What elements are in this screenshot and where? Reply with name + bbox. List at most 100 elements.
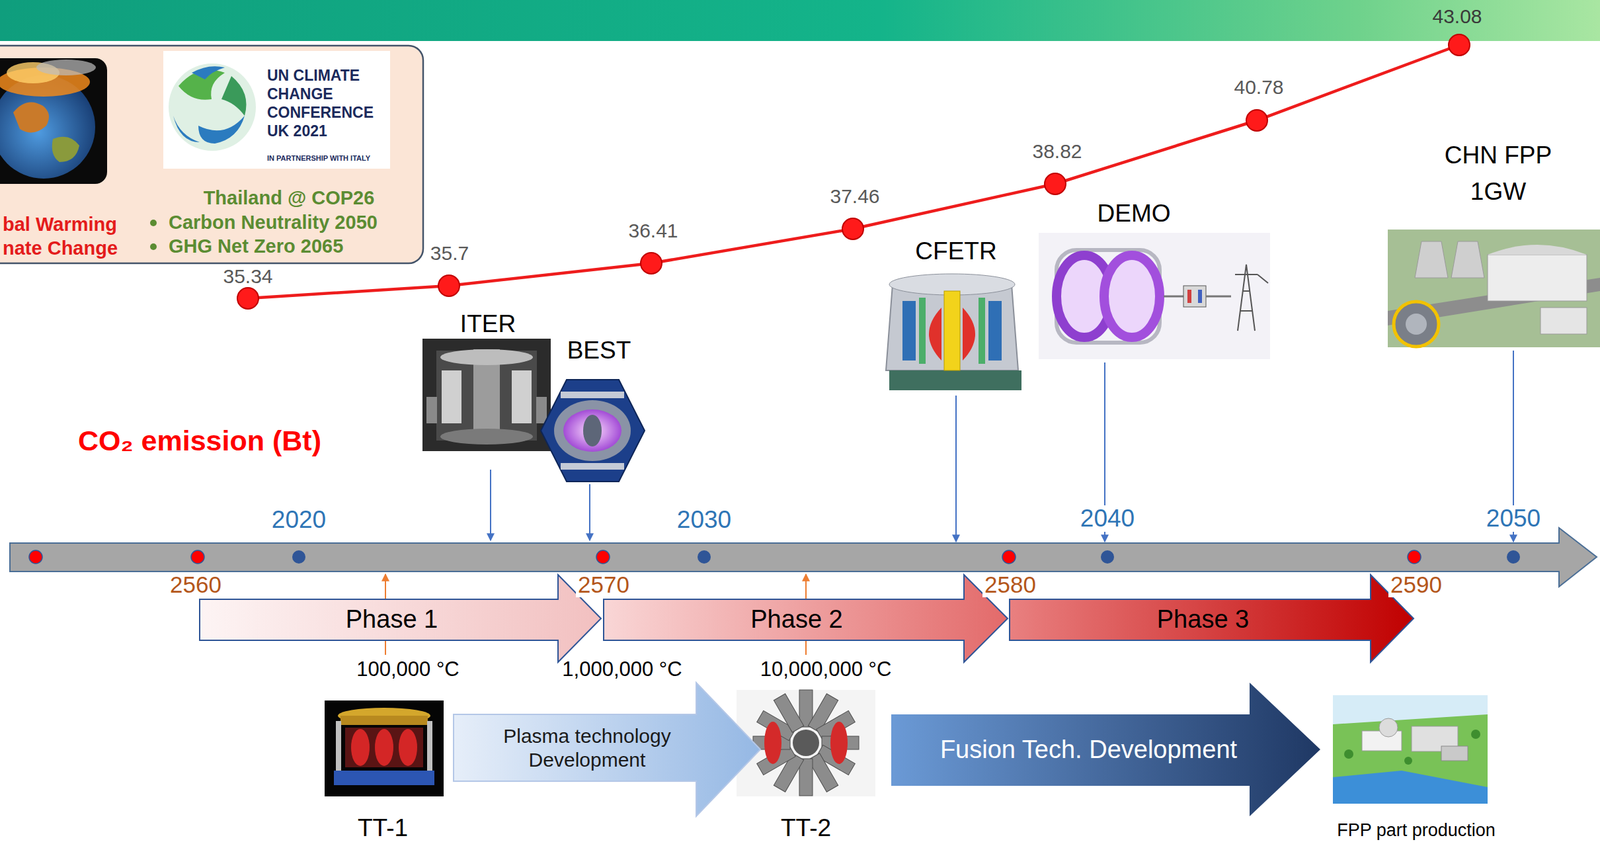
co2-emission-line [1448,34,1470,56]
tt1-picture [324,700,444,797]
panel-heading: Thailand @ COP26 [203,187,375,209]
timeline-arrow [1100,550,1115,564]
device-name: TT-2 [780,814,832,842]
label-holder: 43.08 [1432,5,1482,28]
value-label: 36.41 [628,219,678,242]
iter-picture [511,370,532,424]
text-holder: Phase 3 [1157,605,1249,634]
fpp-part-production-picture [1441,745,1468,761]
value-label: 38.82 [1032,140,1082,162]
iter-picture [422,338,551,451]
best-picture [560,391,625,399]
text-holder: GHG Net Zero 2065 [168,236,344,258]
label-holder: 35.34 [222,265,273,287]
tt1-picture [345,727,424,767]
chn-fpp-picture [1451,241,1485,278]
text-holder: Plasma technology Development [487,723,687,772]
label-holder: 2590 [1388,571,1444,598]
tt2-picture [753,689,859,796]
best-picture [540,379,645,482]
tt1-picture [374,728,394,766]
iter-picture [536,396,547,424]
phase-arrow-outline [199,574,601,662]
best-picture [554,400,631,461]
thai-year-label: 2570 [575,571,632,598]
chn-fpp-picture [1487,254,1587,301]
device-name: TT-1 [357,814,408,842]
co2-emission-line [237,34,1470,309]
axis-title: CO₂ emission (Bt) [78,425,322,457]
cfetr-picture [889,370,1022,391]
year-label: 2040 [1078,505,1137,533]
cfetr-picture [919,297,926,364]
text-holder: nate Change [2,238,118,260]
chn-fpp-picture [1487,244,1587,255]
cfetr-picture [978,297,986,364]
label-holder: 35.7 [430,241,469,264]
phase-label: Phase 1 [345,605,438,634]
chn-fpp-picture [1387,229,1600,348]
co2-emission-line [237,287,259,309]
demo-picture [1056,249,1160,343]
logo-text: UN CLIMATE CHANGE CONFERENCE UK 2021 [267,66,385,141]
burning-earth-picture [36,59,96,76]
tt1-picture [333,770,435,785]
device-name: FPP part production [1336,820,1496,841]
year-label: 2020 [271,506,326,534]
label-holder: 40.78 [1233,76,1284,98]
phase-arrow-outline [603,574,1008,662]
demo-picture [1205,295,1232,298]
text-holder: Thailand @ COP26 [203,187,375,209]
chn-fpp-picture [1387,229,1600,348]
burning-earth-picture [13,101,49,133]
cop26-panel-ground [0,45,424,264]
temperature-label: 1,000,000 °C [561,657,682,681]
un-climate-logo-picture [163,50,391,169]
best-picture [540,379,645,482]
device-name: BEST [567,337,632,365]
label-holder: 1,000,000 °C [561,657,682,681]
iter-picture [440,428,533,445]
fpp-part-production-picture [1332,770,1488,804]
bullet-text: bal Warming [2,214,118,236]
best-picture [560,462,625,470]
cop26-panel-ground [150,219,157,227]
label-holder: 2020 [271,506,326,534]
fpp-part-production-picture [1471,729,1481,739]
tt1-picture [324,700,444,797]
thai-year-label: 2560 [167,571,224,598]
un-climate-logo-picture [221,76,247,116]
burning-earth-picture [0,58,108,184]
demo-picture [1038,232,1271,360]
thai-year-label: 2580 [982,571,1039,598]
bullet-text: nate Change [2,238,118,260]
label-holder: 2570 [575,571,632,598]
best-picture [583,414,602,447]
cfetr-picture [902,300,916,361]
iter-picture [426,396,438,424]
device-name: CHN FPP 1GW [1435,136,1561,210]
text-holder: Fusion Tech. Development [940,735,1238,764]
pointer-arrow [489,469,492,541]
device-name: DEMO [1097,200,1171,228]
label-holder: 36.41 [628,219,678,242]
timeline-arrow [596,550,610,564]
un-climate-logo-picture [198,115,245,144]
cfetr-picture [962,307,976,361]
tt1-picture [351,728,370,766]
label-holder: 38.82 [1032,140,1082,162]
bullet-text: GHG Net Zero 2065 [168,236,344,258]
fpp-part-production-picture [1332,694,1488,804]
title-bar [0,0,1600,41]
burning-earth-picture [52,136,80,162]
co2-emission-line [1044,173,1066,195]
label-holder: TT-1 [357,814,408,842]
demo-picture [1183,285,1206,307]
tt1-picture [340,715,428,725]
tt1-picture [398,728,418,766]
thai-year-label: 2590 [1388,571,1444,598]
burning-earth-picture [0,58,108,184]
label-holder: DEMO [1097,200,1171,228]
iter-picture [441,370,462,424]
